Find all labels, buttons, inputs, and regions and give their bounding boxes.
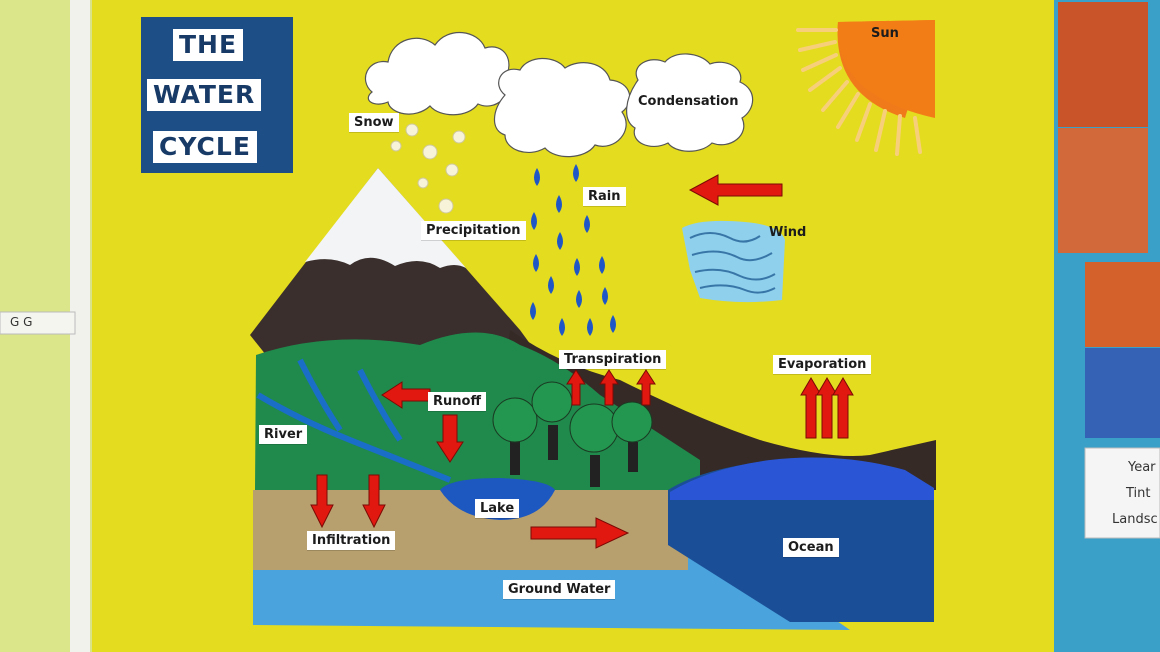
transpiration-arrow-1-icon <box>566 369 586 406</box>
title-panel: THE WATER CYCLE <box>141 17 293 173</box>
label-infiltration: Infiltration <box>307 531 396 550</box>
label-sun: Sun <box>871 26 899 41</box>
label-card <box>1084 447 1160 539</box>
evaporation-arrow-1-icon <box>800 377 822 439</box>
title-line-3: CYCLE <box>153 131 257 163</box>
window-frame <box>70 0 90 652</box>
snowcap <box>305 168 466 268</box>
runoff-down-arrow-icon <box>436 414 464 463</box>
label-ocean: Ocean <box>783 538 839 557</box>
artwork-thumb-2 <box>1058 128 1148 253</box>
label-runoff: Runoff <box>428 392 486 411</box>
artwork-thumb-3 <box>1085 262 1160 347</box>
title-line-2: WATER <box>147 79 262 111</box>
title-line-1: THE <box>173 29 244 61</box>
clouds <box>365 31 754 158</box>
artwork-thumb-1 <box>1058 2 1148 127</box>
trees <box>492 381 653 487</box>
snow-flakes <box>390 123 466 214</box>
red-arrows <box>310 174 854 549</box>
infiltration-arrow-1-icon <box>310 474 334 529</box>
label-evaporation: Evaporation <box>773 355 872 374</box>
side-card-line-3: Landsc <box>1112 512 1158 527</box>
infiltration-arrow-2-icon <box>362 474 386 529</box>
runoff-arrow-icon <box>381 381 431 409</box>
rain-drops <box>530 164 616 336</box>
groundwater-flow-arrow-icon <box>530 517 630 549</box>
label-lake: Lake <box>475 499 520 518</box>
ocean-surface <box>670 457 934 500</box>
side-card-line-2: Tint <box>1126 486 1151 501</box>
wind-arrow-icon <box>688 174 783 206</box>
river <box>256 358 452 483</box>
transpiration-arrow-2-icon <box>599 369 619 406</box>
label-ground-water: Ground Water <box>503 580 616 599</box>
label-river: River <box>259 425 308 444</box>
left-marker-strip <box>0 311 76 335</box>
cloud-2-icon <box>493 57 631 158</box>
label-wind: Wind <box>769 225 807 240</box>
sun-icon <box>796 20 935 156</box>
label-condensation: Condensation <box>638 94 739 109</box>
side-card-line-1: Year <box>1128 460 1156 475</box>
evaporation-arrow-3-icon <box>832 377 854 439</box>
artwork-thumb-4 <box>1085 348 1160 438</box>
wind-icon <box>682 220 785 303</box>
label-transpiration: Transpiration <box>559 350 667 369</box>
mountain <box>250 168 560 385</box>
label-snow: Snow <box>349 113 399 132</box>
cloud-3-icon <box>626 53 754 152</box>
label-precipitation: Precipitation <box>421 221 526 240</box>
evaporation-arrow-2-icon <box>816 377 838 439</box>
transpiration-arrow-3-icon <box>636 369 656 406</box>
left-marker-text: G G <box>10 315 33 329</box>
label-rain: Rain <box>583 187 626 206</box>
